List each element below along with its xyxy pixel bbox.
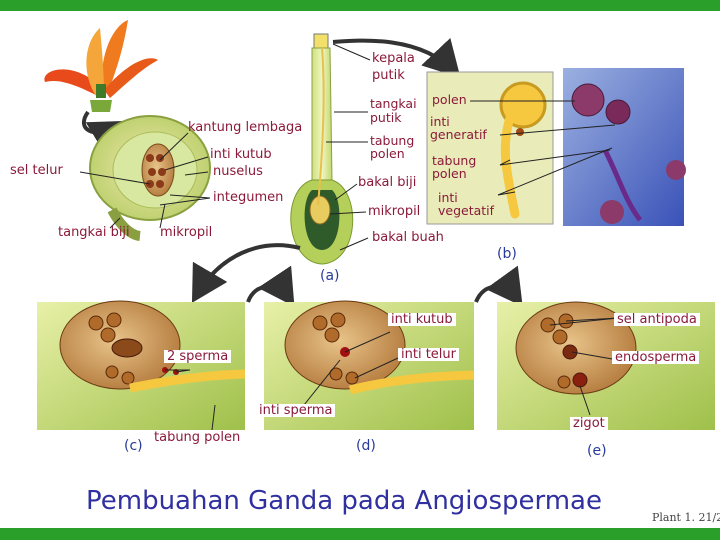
label-tabung-polen-a-line1: tabung bbox=[370, 133, 415, 148]
label-zigot: zigot bbox=[570, 417, 608, 430]
label-inti-kutub-d: inti kutub bbox=[388, 313, 456, 326]
panel-d-leader-lines bbox=[299, 331, 399, 411]
panel-letter-a: (a) bbox=[320, 268, 340, 284]
panel-c-leader-lines bbox=[165, 369, 216, 431]
label-inti-telur: inti telur bbox=[398, 348, 459, 361]
label-bakal-biji: bakal biji bbox=[358, 175, 417, 190]
label-endosperma: endosperma bbox=[612, 351, 700, 364]
label-integumen: integumen bbox=[213, 190, 284, 205]
top-frame-bar bbox=[0, 0, 720, 11]
label-polen: polen bbox=[432, 92, 467, 107]
label-sel-antipoda: sel antipoda bbox=[614, 313, 700, 326]
label-inti-kutub-ovule: inti kutub bbox=[210, 147, 272, 162]
label-2-sperma: 2 sperma bbox=[164, 350, 232, 363]
page-title: Pembuahan Ganda pada Angiospermae bbox=[86, 486, 602, 516]
label-nuselus: nuselus bbox=[213, 164, 263, 179]
label-inti-generatif-line2: generatif bbox=[430, 127, 487, 142]
panel-letter-e: (e) bbox=[587, 443, 607, 459]
pollen-leader-lines bbox=[470, 100, 616, 196]
label-bakal-buah: bakal buah bbox=[372, 230, 444, 245]
pistil-leader-lines bbox=[326, 43, 371, 251]
flower-drawing bbox=[44, 20, 158, 112]
page-number: Plant 1. 21/2 bbox=[652, 511, 720, 524]
panel-e-leader-lines bbox=[549, 317, 619, 416]
label-tangkai-biji: tangkai biji bbox=[58, 225, 130, 240]
label-kepala-putik-line2: putik bbox=[372, 68, 405, 83]
panel-letter-b: (b) bbox=[497, 246, 517, 262]
label-inti-vegetatif-line2: vegetatif bbox=[438, 203, 495, 218]
label-inti-generatif-line1: inti bbox=[430, 114, 450, 129]
ovule-leader-lines bbox=[79, 132, 211, 229]
label-kepala-putik-line1: kepala bbox=[372, 51, 415, 66]
label-mikropil-ovule: mikropil bbox=[160, 225, 213, 240]
panel-c-drawing bbox=[37, 300, 246, 430]
pistil-drawing bbox=[290, 33, 354, 265]
label-kantung-lembaga: kantung lembaga bbox=[188, 120, 303, 135]
ovule-cross-section bbox=[89, 115, 211, 241]
label-tangkai-putik-line1: tangkai bbox=[370, 96, 417, 111]
label-mikropil-pistil: mikropil bbox=[368, 204, 421, 219]
bottom-frame-bar bbox=[0, 528, 720, 540]
label-tabung-polen-b-line1: tabung bbox=[432, 153, 477, 168]
panel-letter-d: (d) bbox=[356, 438, 376, 454]
label-tangkai-putik-line2: putik bbox=[370, 110, 402, 125]
label-tabung-polen-b-line2: polen bbox=[432, 166, 467, 181]
pollen-drawing bbox=[426, 68, 686, 226]
label-inti-sperma: inti sperma bbox=[256, 404, 336, 417]
label-inti-vegetatif-line1: inti bbox=[438, 190, 458, 205]
panel-letter-c: (c) bbox=[124, 438, 143, 454]
label-sel-telur: sel telur bbox=[10, 163, 63, 178]
label-tabung-polen-c: tabung polen bbox=[151, 431, 244, 444]
label-tabung-polen-a-line2: polen bbox=[370, 146, 405, 161]
